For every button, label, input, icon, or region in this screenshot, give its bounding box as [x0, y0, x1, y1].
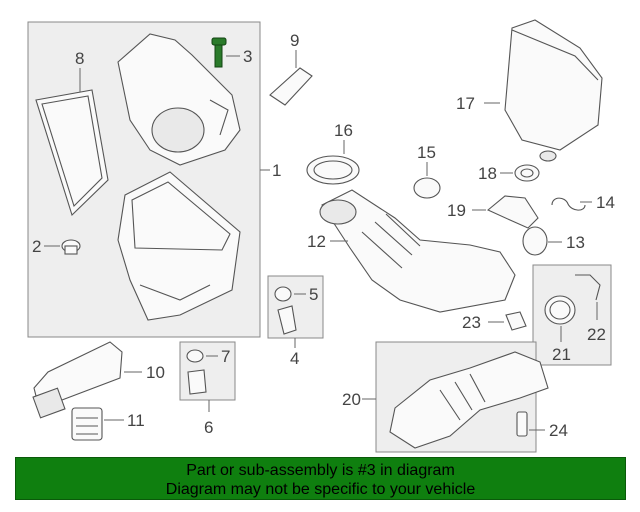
callout-16[interactable]: 16: [334, 121, 353, 140]
housing-rib: [209, 99, 229, 136]
callout-17[interactable]: 17: [456, 94, 475, 113]
callout-6[interactable]: 6: [204, 418, 213, 437]
clip-14: [551, 197, 586, 211]
callout-4[interactable]: 4: [290, 349, 299, 368]
callout-24[interactable]: 24: [549, 421, 568, 440]
hose-ribs: [361, 213, 421, 269]
intake-hose-12: [321, 189, 516, 313]
intake-duct-opening: [32, 387, 66, 419]
callout-22[interactable]: 22: [587, 325, 606, 344]
callout-9[interactable]: 9: [290, 31, 299, 50]
seal-21: [544, 295, 576, 325]
callout-23[interactable]: 23: [462, 313, 481, 332]
bracket-6: [187, 369, 207, 395]
info-banner: Part or sub-assembly is #3 in diagram Di…: [15, 457, 626, 500]
hose-20: [389, 351, 549, 449]
clamp-16: [306, 155, 360, 185]
grommet-2-body: [64, 245, 78, 255]
callout-8[interactable]: 8: [75, 49, 84, 68]
hose-20-ribs: [439, 373, 486, 421]
callout-10[interactable]: 10: [146, 363, 165, 382]
callout-20[interactable]: 20: [342, 390, 361, 409]
callout-1[interactable]: 1: [272, 161, 281, 180]
callout-13[interactable]: 13: [566, 233, 585, 252]
resonator-17: [504, 19, 603, 151]
hose-end: [319, 199, 357, 225]
parts-diagram: 1 2 3 4 5 6 7 8 9 10 11 12 13 14 15 16 1…: [27, 19, 615, 453]
grille-11: [71, 407, 103, 441]
callout-12[interactable]: 12: [307, 232, 326, 251]
callout-19[interactable]: 19: [447, 201, 466, 220]
air-filter-element: [35, 89, 109, 217]
sensor-23: [505, 311, 527, 331]
callout-7[interactable]: 7: [221, 347, 230, 366]
grommet-7: [186, 349, 204, 363]
bracket-19: [486, 195, 539, 229]
bolt-head: [211, 37, 227, 46]
callout-14[interactable]: 14: [596, 193, 615, 212]
sensor-9: [269, 67, 313, 106]
banner-line-2: Diagram may not be specific to your vehi…: [165, 481, 476, 498]
lower-housing-rib: [139, 284, 211, 301]
callout-11[interactable]: 11: [127, 411, 145, 430]
diagram-svg: 1 2 3 4 5 6 7 8 9 10 11 12 13 14 15 16 1…: [27, 19, 615, 453]
banner-line-1: Part or sub-assembly is #3 in diagram: [186, 462, 455, 479]
callout-5[interactable]: 5: [309, 285, 318, 304]
callout-3[interactable]: 3: [243, 47, 252, 66]
grommet-5: [274, 286, 292, 302]
air-filter-inner: [41, 95, 103, 208]
callout-18[interactable]: 18: [478, 164, 497, 183]
clamp-15: [413, 177, 441, 199]
resonator-edge: [511, 29, 599, 81]
lower-housing-rim: [131, 181, 231, 251]
upper-housing: [117, 33, 241, 166]
callout-15[interactable]: 15: [417, 143, 436, 162]
housing-outlet: [151, 107, 205, 153]
callout-2[interactable]: 2: [32, 237, 41, 256]
grommet-18: [514, 164, 540, 182]
wire-22: [575, 274, 601, 301]
sensor-24: [516, 411, 528, 437]
bolt-shank: [214, 44, 223, 68]
bracket-4: [277, 305, 297, 335]
seal-13: [522, 226, 548, 256]
lower-housing: [117, 171, 241, 321]
callout-21[interactable]: 21: [552, 345, 571, 364]
resonator-port: [539, 150, 557, 162]
